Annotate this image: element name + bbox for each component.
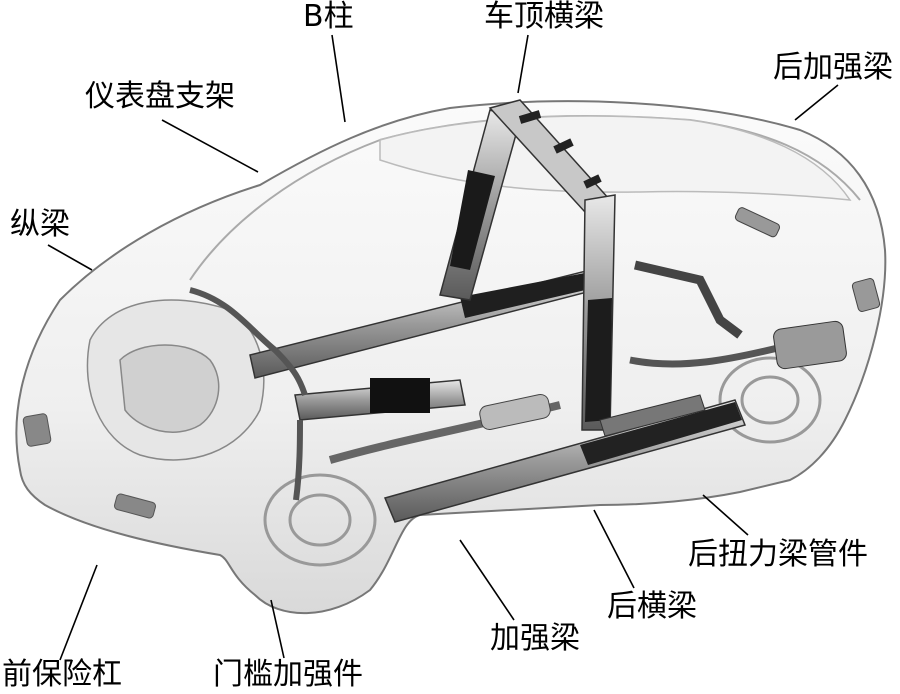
longitudinal-beam-block [370,378,430,413]
label-longitudinal-beam: 纵梁 [10,210,70,240]
label-rear-reinforcement: 后加强梁 [773,53,893,83]
leader-reinforcement-beam [460,540,514,620]
leader-front-bumper [60,565,97,660]
leader-roof-crossbeam [518,35,528,93]
label-roof-crossbeam: 车顶横梁 [484,2,604,32]
engine [87,300,263,460]
leader-longitudinal-beam [48,245,92,270]
label-dashboard-bracket: 仪表盘支架 [85,82,235,112]
label-rear-crossbeam: 后横梁 [607,592,697,622]
leader-b-pillar [332,35,345,122]
leader-dashboard-bracket [162,120,258,172]
label-front-bumper: 前保险杠 [2,660,122,690]
label-reinforcement-beam: 加强梁 [490,624,580,654]
center-pillar-dark [585,298,612,422]
leader-rear-reinforcement [795,85,838,120]
label-sill-reinforcement: 门槛加强件 [213,660,363,690]
front-bumper-strip-1 [23,413,52,447]
label-b-pillar: B柱 [303,2,354,32]
leader-rear-crossbeam [594,510,634,588]
leader-rear-torsion-tube [703,495,748,535]
label-rear-torsion-beam-tube: 后扭力梁管件 [688,540,868,570]
